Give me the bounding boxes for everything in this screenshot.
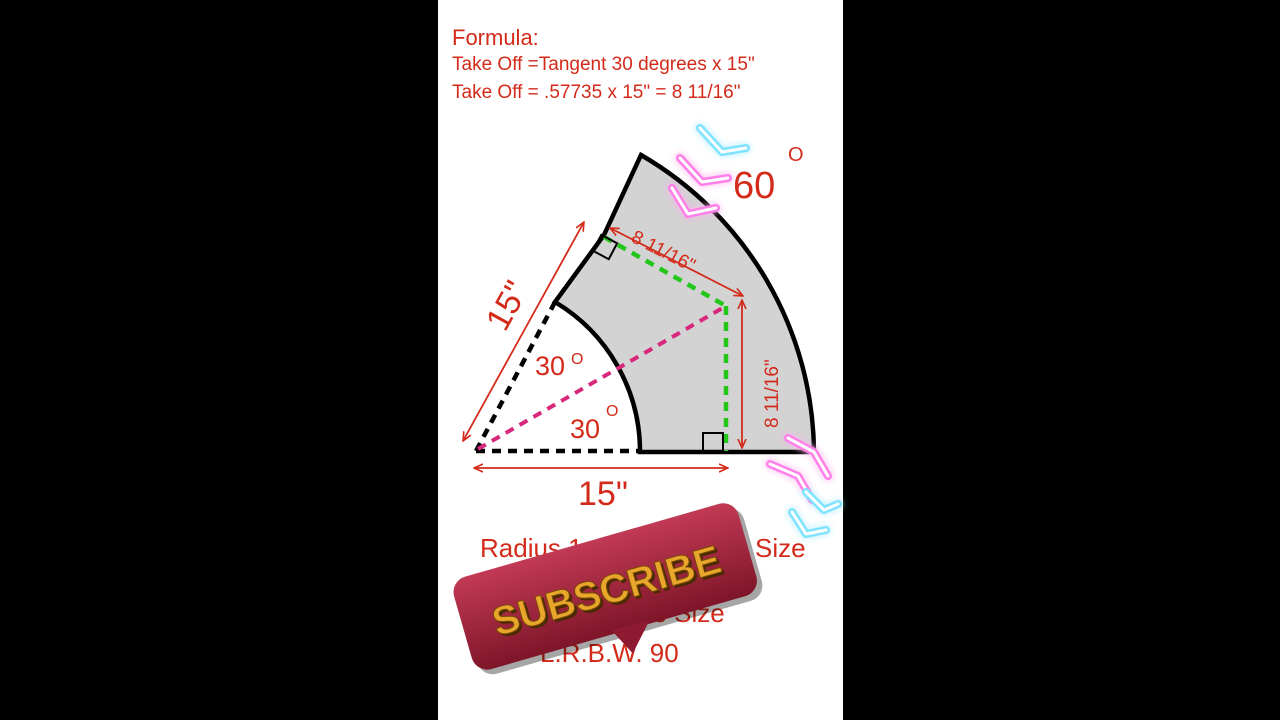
- angle-60-label: 60: [733, 165, 775, 207]
- angle-upper-degree: O: [571, 351, 583, 368]
- angle-60-degree: O: [788, 144, 804, 166]
- angle-lower-degree: O: [606, 403, 618, 420]
- top-dimension-arrow: [610, 228, 743, 296]
- right-dimension-label: 8 11/16": [762, 359, 783, 428]
- bottom-radius-label: 15": [578, 475, 628, 513]
- right-angle-marker-bottom: [702, 432, 724, 452]
- caption-line-1-end: Size: [755, 533, 806, 563]
- neon-chevron-bottom-icon: [766, 434, 842, 538]
- angle-lower-label: 30: [570, 414, 600, 444]
- side-radius-arrow: [463, 222, 584, 441]
- angle-upper-label: 30: [535, 351, 565, 381]
- side-radius-label: 15": [479, 275, 536, 337]
- formula-line-1: Take Off =Tangent 30 degrees x 15": [452, 54, 755, 75]
- formula-line-2: Take Off = .57735 x 15" = 8 11/16": [452, 82, 741, 103]
- neon-chevron-top-icon: [668, 124, 750, 218]
- formula-title: Formula:: [452, 25, 539, 50]
